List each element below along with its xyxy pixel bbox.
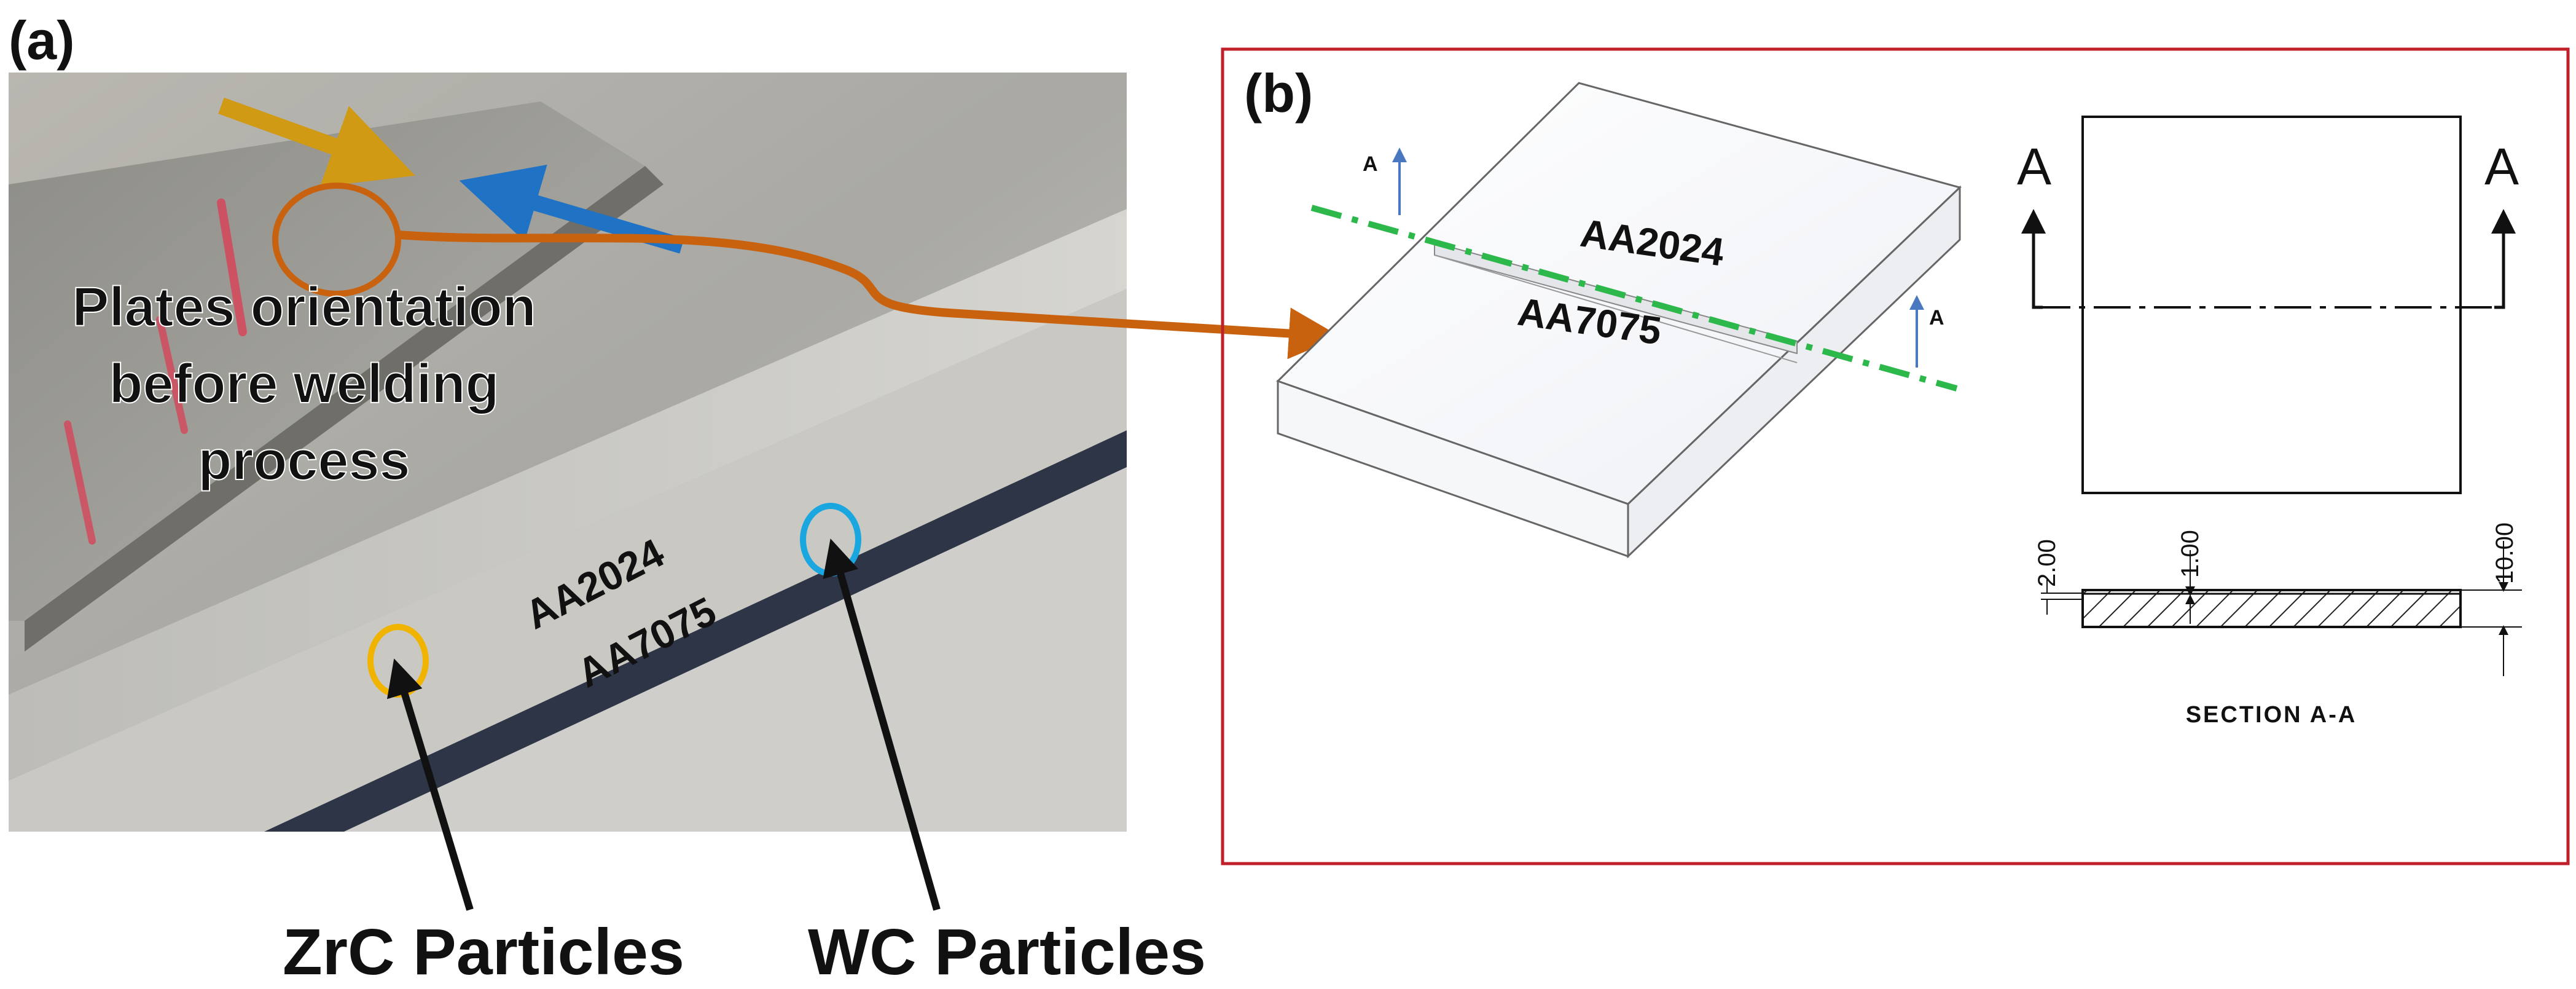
wc-pointer xyxy=(823,538,941,911)
iso-section-marker-left: A xyxy=(1363,152,1378,176)
drawing-section-marker-right: A xyxy=(2484,138,2519,195)
gold-direction-arrow xyxy=(218,97,415,187)
upper-plate-edge xyxy=(25,166,664,652)
panel-a-label: (a) xyxy=(9,10,75,71)
section-plate xyxy=(2081,589,2462,628)
plate-right-band xyxy=(344,467,1127,832)
iso-side-face xyxy=(1627,185,1961,559)
engineering-drawing: A A 2.00 1.00 10.00 SECTION A-A xyxy=(2017,116,2522,728)
caption-line-2: before welding xyxy=(109,353,499,415)
top-view-square xyxy=(2081,116,2462,494)
cut-arrow-right xyxy=(2494,258,2505,309)
isometric-model: A A AA2024 AA7075 xyxy=(1276,82,1962,559)
orange-highlight-circle xyxy=(272,183,401,297)
drawing-section-marker-left: A xyxy=(2017,138,2051,195)
iso-section-line xyxy=(1310,205,1958,392)
red-mark-3 xyxy=(64,420,96,545)
zrc-particles-label: ZrC Particles xyxy=(283,916,684,988)
section-caption: SECTION A-A xyxy=(2186,702,2357,728)
iso-section-marker-right: A xyxy=(1929,306,1944,329)
caption-line-1: Plates orientation xyxy=(72,277,536,338)
panel-b-frame xyxy=(1221,47,2570,865)
dim-1-00: 1.00 xyxy=(2177,530,2204,578)
panel-b-label: (b) xyxy=(1244,63,1313,124)
panel-a: (a) Plates orie xyxy=(9,10,1206,988)
iso-hidden-line xyxy=(1434,254,1798,363)
plate-aa2024-surface xyxy=(9,209,1127,781)
dim-2-00: 2.00 xyxy=(2034,539,2061,587)
photo xyxy=(9,73,1127,832)
red-mark-1 xyxy=(217,199,247,336)
wc-particles-label: WC Particles xyxy=(808,916,1206,988)
connector-arrow xyxy=(397,231,1341,360)
panel-b: (b) A A AA2024 AA7075 xyxy=(1221,47,2570,865)
red-mark-2 xyxy=(156,316,188,434)
orientation-caption: Plates orientation before welding proces… xyxy=(71,276,536,492)
plate-aa7075-surface xyxy=(9,289,1127,832)
cut-arrow-left xyxy=(2032,258,2043,309)
dim-10-00: 10.00 xyxy=(2491,522,2518,584)
zrc-pointer xyxy=(386,658,474,911)
caption-line-3: process xyxy=(198,430,410,492)
